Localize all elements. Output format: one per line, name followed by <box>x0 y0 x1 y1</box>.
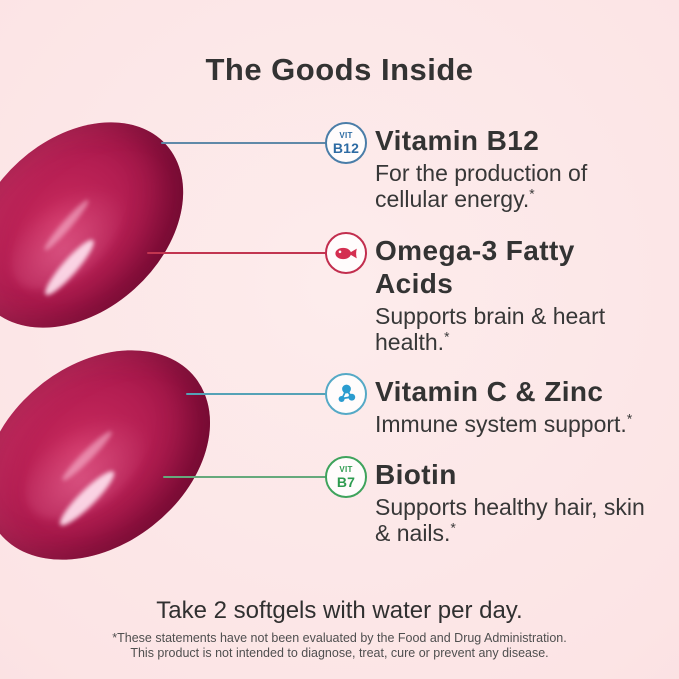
vit-b12-badge-icon: VIT B12 <box>325 122 367 164</box>
fish-badge <box>325 232 367 274</box>
ingredient-name-omega3: Omega-3 Fatty Acids <box>375 235 575 299</box>
badge-b12-label: B12 <box>332 139 360 156</box>
softgel-capsule-1 <box>0 80 224 370</box>
footnote-marker: * <box>444 329 450 345</box>
callout-text-vitc-zinc: Vitamin C & Zinc Immune system support.* <box>375 375 659 437</box>
molecule-badge <box>325 373 367 415</box>
callout-vitamin-b12: VIT B12 Vitamin B12 For the production o… <box>325 122 659 212</box>
description-text: Supports healthy hair, skin & nails. <box>375 494 645 546</box>
softgel-capsule-2 <box>0 307 251 603</box>
disclaimer-line-1: *These statements have not been evaluate… <box>112 631 567 645</box>
fish-icon <box>335 247 357 259</box>
footnote-marker: * <box>626 411 633 427</box>
callout-text-biotin: Biotin Supports healthy hair, skin & nai… <box>375 458 659 546</box>
ingredient-name-vitc-zinc: Vitamin C & Zinc <box>375 376 604 407</box>
dosage-instruction: Take 2 softgels with water per day. <box>156 597 523 624</box>
connector-line-vitc-zinc <box>186 393 327 395</box>
badge-b7-label: B7 <box>336 473 356 490</box>
description-text: For the production of cellular energy. <box>375 160 588 212</box>
ingredient-name-b12: Vitamin B12 <box>375 125 540 156</box>
callout-vitc-zinc: Vitamin C & Zinc Immune system support.* <box>325 373 659 437</box>
disclaimer-line-2: This product is not intended to diagnose… <box>130 646 549 660</box>
ingredient-description-b12: For the production of cellular energy.* <box>375 160 659 212</box>
description-text: Immune system support. <box>375 411 627 437</box>
ingredient-description-biotin: Supports healthy hair, skin & nails.* <box>375 494 659 546</box>
ingredient-description-vitc-zinc: Immune system support.* <box>375 411 659 437</box>
vit-b7-badge-icon: VIT B7 <box>325 456 367 498</box>
molecule-icon <box>338 384 355 402</box>
connector-line-omega3 <box>147 252 327 254</box>
page-title: The Goods Inside <box>205 52 474 87</box>
callout-biotin: VIT B7 Biotin Supports healthy hair, ski… <box>325 456 659 546</box>
callout-text-omega3: Omega-3 Fatty Acids Supports brain & hea… <box>375 234 659 355</box>
footnote-marker: * <box>450 520 456 536</box>
description-text: Supports brain & heart health. <box>375 303 606 355</box>
badge-vit-label: VIT <box>339 464 353 474</box>
ingredient-description-omega3: Supports brain & heart health.* <box>375 303 659 355</box>
footnote-marker: * <box>529 186 535 202</box>
badge-vit-label: VIT <box>339 130 353 140</box>
callout-text-b12: Vitamin B12 For the production of cellul… <box>375 124 659 212</box>
fda-disclaimer: *These statements have not been evaluate… <box>0 631 679 661</box>
callout-omega3: Omega-3 Fatty Acids Supports brain & hea… <box>325 232 659 355</box>
connector-line-b12 <box>161 142 327 144</box>
ingredient-name-biotin: Biotin <box>375 459 457 490</box>
connector-line-biotin <box>163 476 327 478</box>
